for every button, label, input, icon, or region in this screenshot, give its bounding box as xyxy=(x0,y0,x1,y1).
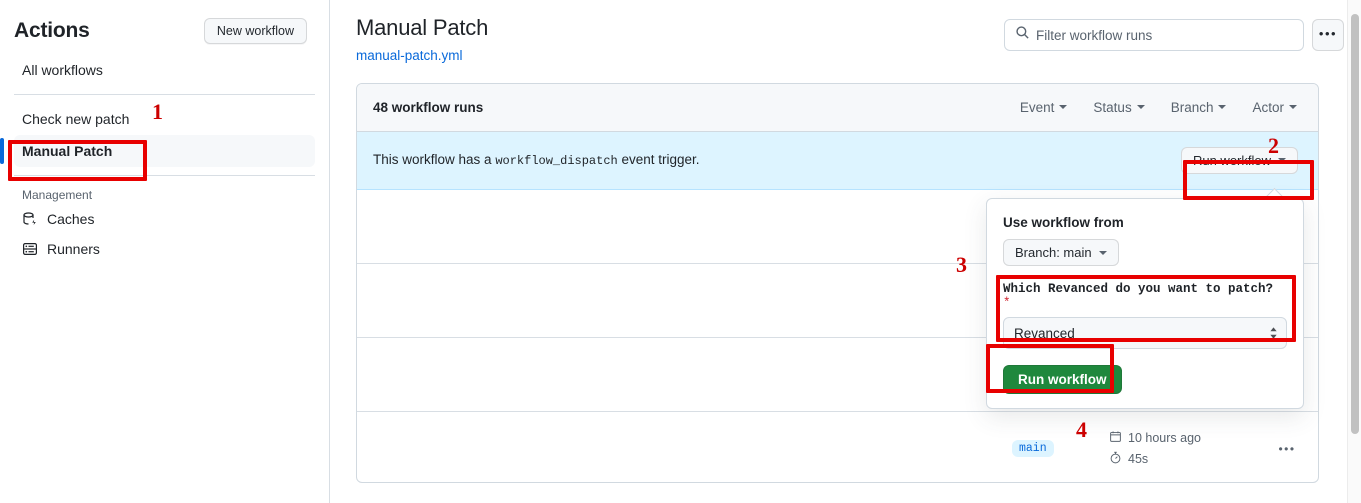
table-row[interactable]: main 10 hours ago xyxy=(357,412,1318,482)
filter-label: Event xyxy=(1019,99,1055,115)
dispatch-banner-text: This workflow has a workflow_dispatch ev… xyxy=(373,152,1181,168)
sidebar-nav-list: All workflows xyxy=(0,54,329,86)
page-title: Manual Patch xyxy=(356,15,489,40)
title-block: Manual Patch manual-patch.yml xyxy=(356,14,1004,63)
sidebar-item-manual-patch[interactable]: Manual Patch xyxy=(0,135,315,167)
stopwatch-icon xyxy=(1109,451,1122,467)
run-duration: 45s xyxy=(1109,451,1272,467)
filter-branch[interactable]: Branch xyxy=(1171,100,1227,115)
workflow-input-group: Which Revanced do you want to patch? * R… xyxy=(1003,282,1287,349)
dispatch-text-after: event trigger. xyxy=(621,152,700,168)
date-label: 10 hours ago xyxy=(1128,431,1201,446)
page-scrollbar[interactable] xyxy=(1347,0,1361,503)
duration-label: 45s xyxy=(1128,452,1149,467)
calendar-icon xyxy=(1109,430,1122,446)
submit-run-workflow-button[interactable]: Run workflow xyxy=(1003,365,1122,394)
chevron-down-icon xyxy=(1218,105,1227,110)
filter-status[interactable]: Status xyxy=(1093,99,1145,115)
filter-event[interactable]: Event xyxy=(1020,100,1068,115)
cache-icon xyxy=(22,211,38,227)
run-branch-cell: main xyxy=(837,440,1097,458)
sidebar-item-label: All workflows xyxy=(22,62,103,78)
sidebar: Actions New workflow All workflows Check… xyxy=(0,0,330,503)
sidebar-workflow-list: Check new patch Manual Patch xyxy=(0,103,329,167)
sidebar-item-label: Caches xyxy=(47,211,95,227)
runs-panel-header: 48 workflow runs Event Status Branch xyxy=(357,83,1318,132)
row-more-button[interactable]: ••• xyxy=(1278,441,1296,456)
sidebar-item-all-workflows[interactable]: All workflows xyxy=(14,54,315,86)
sidebar-item-label: Runners xyxy=(47,241,100,257)
sidebar-item-check-new-patch[interactable]: Check new patch xyxy=(14,103,315,135)
chevron-down-icon xyxy=(1278,158,1286,163)
more-options-button[interactable]: ••• xyxy=(1312,19,1344,51)
sidebar-item-label: Check new patch xyxy=(22,111,130,127)
filter-label: Branch xyxy=(1170,99,1214,115)
chevron-down-icon xyxy=(1098,250,1107,255)
workflow-runs-count: 48 workflow runs xyxy=(373,99,484,115)
workflow-file-link[interactable]: manual-patch.yml xyxy=(356,47,463,63)
sidebar-section-management: Management xyxy=(22,188,93,202)
branch-select-label: Branch: main xyxy=(1015,245,1092,260)
workflow-input-label: Which Revanced do you want to patch? * xyxy=(1003,282,1287,310)
dispatch-text-before: This workflow has a xyxy=(373,152,492,168)
use-workflow-from-label: Use workflow from xyxy=(1003,215,1124,230)
main-header: Manual Patch manual-patch.yml ••• xyxy=(356,14,1347,63)
search-input[interactable] xyxy=(1036,27,1293,43)
revanced-select-wrap: Revanced xyxy=(1003,317,1287,349)
sidebar-item-label: Manual Patch xyxy=(22,143,113,159)
sidebar-header: Actions New workflow xyxy=(0,0,329,54)
sidebar-item-runners[interactable]: Runners xyxy=(0,234,329,264)
sidebar-item-caches[interactable]: Caches xyxy=(0,204,329,234)
header-actions: ••• xyxy=(1004,14,1347,51)
input-label-text: Which Revanced do you want to patch? xyxy=(1003,282,1274,296)
filter-bar: Event Status Branch Actor xyxy=(1020,100,1302,115)
filter-label: Actor xyxy=(1252,99,1284,115)
search-icon xyxy=(1015,25,1036,45)
branch-badge[interactable]: main xyxy=(1012,440,1054,458)
sidebar-title: Actions xyxy=(14,19,90,42)
filter-actor[interactable]: Actor xyxy=(1252,100,1297,115)
sidebar-divider-2 xyxy=(14,175,315,176)
run-date: 10 hours ago xyxy=(1109,430,1272,446)
filter-label: Status xyxy=(1093,99,1132,115)
search-box[interactable] xyxy=(1004,19,1304,51)
chevron-down-icon xyxy=(1136,105,1145,110)
required-marker: * xyxy=(1003,296,1011,310)
revanced-select[interactable]: Revanced xyxy=(1003,317,1287,349)
new-workflow-button[interactable]: New workflow xyxy=(203,18,307,44)
runners-icon xyxy=(22,241,38,257)
workflow-dispatch-banner: This workflow has a workflow_dispatch ev… xyxy=(357,131,1318,190)
branch-select-button[interactable]: Branch: main xyxy=(1003,239,1119,266)
chevron-down-icon xyxy=(1059,105,1068,110)
sidebar-divider-1 xyxy=(14,94,315,95)
run-workflow-dropdown-button[interactable]: Run workflow xyxy=(1180,146,1298,174)
chevron-down-icon xyxy=(1289,105,1297,110)
dispatch-event-code: workflow_dispatch xyxy=(495,154,618,169)
run-meta-cell: 10 hours ago 45s xyxy=(1097,430,1272,467)
scrollbar-thumb[interactable] xyxy=(1351,14,1359,434)
run-workflow-button-label: Run workflow xyxy=(1192,152,1271,168)
run-workflow-dropdown-panel: Use workflow from Branch: main Which Rev… xyxy=(986,198,1304,409)
